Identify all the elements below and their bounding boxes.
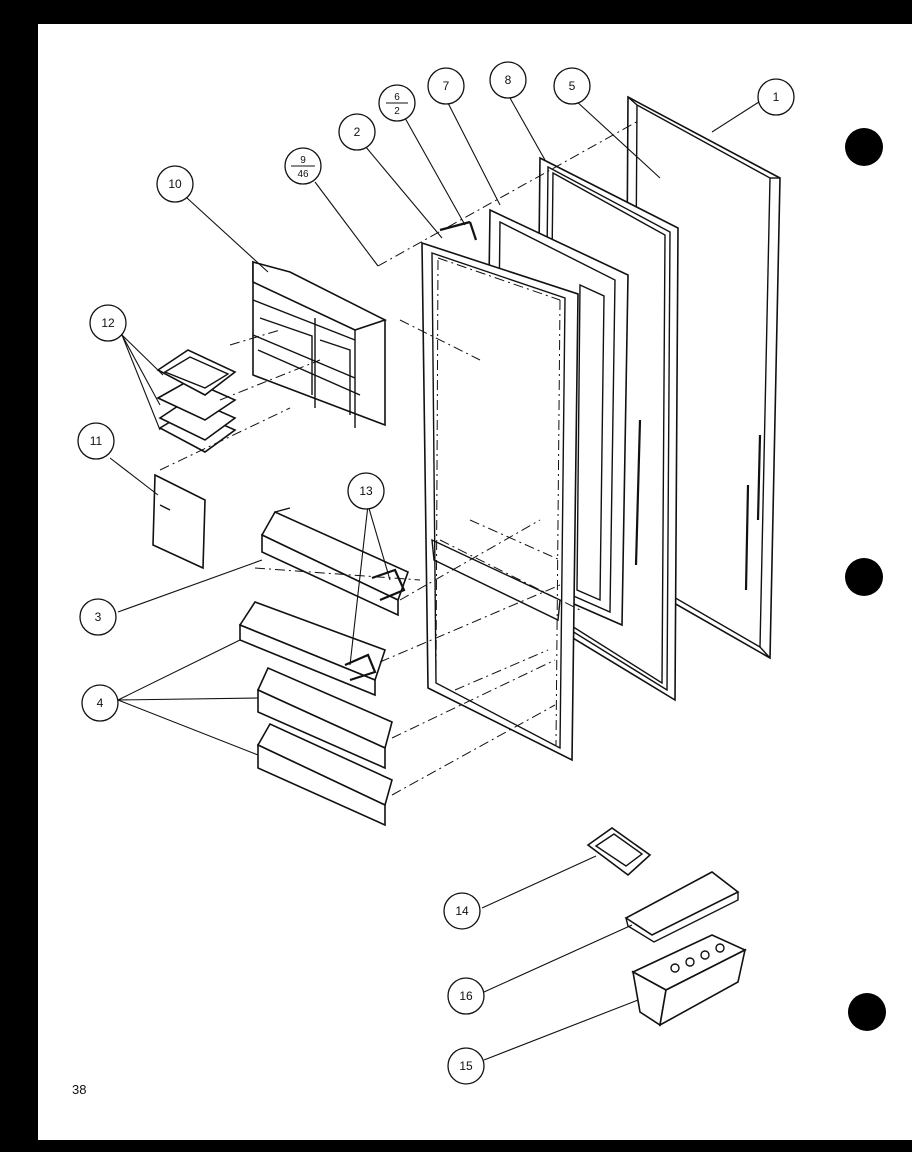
door-shelf-1 xyxy=(238,601,387,697)
punch-hole-bottom xyxy=(848,993,886,1031)
callout-13: 13 xyxy=(347,472,385,510)
callout-12-label: 12 xyxy=(101,316,115,330)
callout-11-label: 11 xyxy=(90,434,103,448)
callout-10: 10 xyxy=(156,165,194,203)
callout-4-label: 4 xyxy=(97,696,104,710)
callout-14-label: 14 xyxy=(455,904,469,918)
storage-bin xyxy=(631,934,747,1027)
small-tray xyxy=(586,827,652,877)
callout-8: 8 xyxy=(489,61,527,99)
callout-11: 11 xyxy=(77,422,115,460)
callout-9-top-label: 9 xyxy=(300,155,306,166)
page-number: 38 xyxy=(72,1082,87,1097)
dairy-door xyxy=(152,473,206,570)
callout-5: 5 xyxy=(553,67,591,105)
callout-10-label: 10 xyxy=(168,177,182,191)
callout-7: 7 xyxy=(427,67,465,105)
callout-16-label: 16 xyxy=(459,989,473,1003)
punch-hole-middle xyxy=(845,558,883,596)
callout-15: 15 xyxy=(447,1047,485,1085)
callout-2: 2 xyxy=(338,113,376,151)
callout-6-top-label: 6 xyxy=(394,92,400,103)
bin-lid xyxy=(624,871,740,943)
callout-9-46: 9 46 xyxy=(284,147,322,185)
callout-3-label: 3 xyxy=(95,610,102,624)
assembly-lines xyxy=(159,119,641,796)
inner-door-liner xyxy=(421,220,579,762)
callout-15-label: 15 xyxy=(459,1059,473,1073)
callout-6-bottom-label: 2 xyxy=(394,106,400,117)
callout-6-2: 6 2 xyxy=(378,84,416,122)
callout-7-label: 7 xyxy=(443,79,450,93)
door-shelf-top xyxy=(260,507,410,617)
callout-1: 1 xyxy=(757,78,795,116)
leader-lines xyxy=(109,97,763,1061)
dairy-compartment xyxy=(252,260,388,428)
callout-16: 16 xyxy=(447,977,485,1015)
door-shelf-2 xyxy=(256,666,393,770)
callout-2-label: 2 xyxy=(354,125,361,139)
callout-12: 12 xyxy=(89,304,127,342)
callout-14: 14 xyxy=(443,892,481,930)
callout-1-label: 1 xyxy=(773,90,780,104)
callout-13-label: 13 xyxy=(359,484,373,498)
callout-9-bottom-label: 46 xyxy=(297,169,309,180)
callout-5-label: 5 xyxy=(569,79,576,93)
punch-hole-top xyxy=(845,128,883,166)
door-shelf-3 xyxy=(256,722,393,827)
callout-3: 3 xyxy=(79,598,117,636)
callout-8-label: 8 xyxy=(505,73,512,87)
callout-4: 4 xyxy=(81,684,119,722)
storage-containers xyxy=(156,349,237,453)
